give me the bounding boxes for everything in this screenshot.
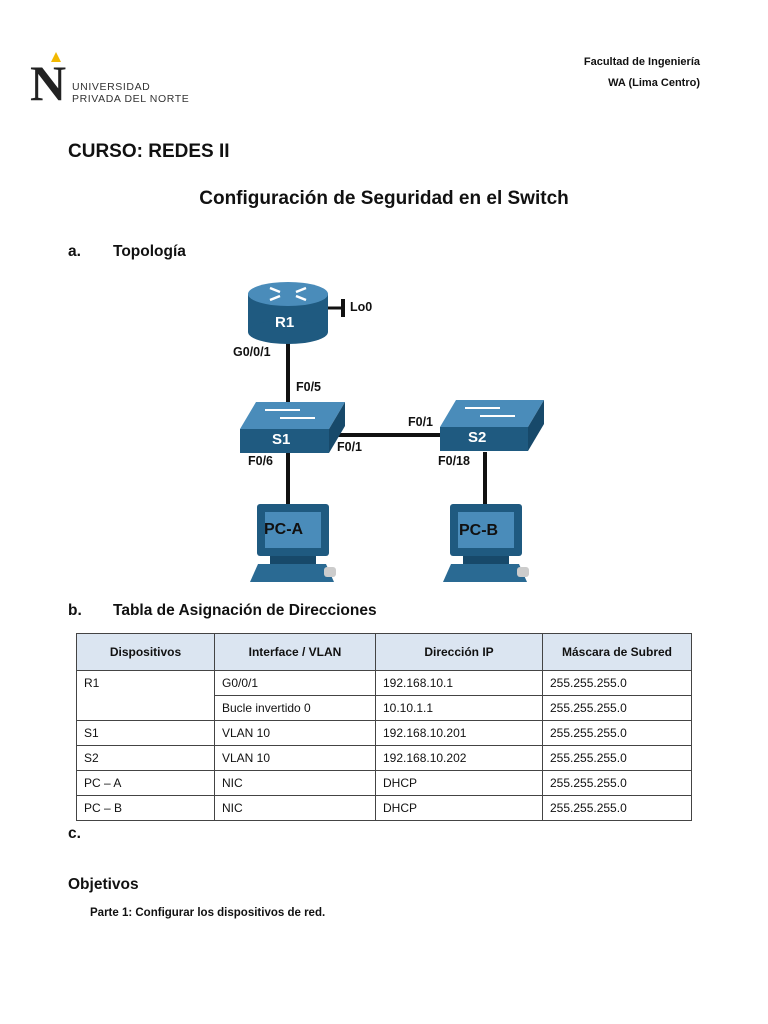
faculty-label: Facultad de Ingeniería xyxy=(583,56,700,68)
switch-icon-s2 xyxy=(440,400,544,451)
table-cell: DHCP xyxy=(375,795,543,821)
router-label: R1 xyxy=(275,314,295,331)
s1-down-port-label: F0/6 xyxy=(248,454,274,468)
section-a-heading: Topología xyxy=(113,243,186,260)
table-cell: 255.255.255.0 xyxy=(542,670,692,696)
document-title: Configuración de Seguridad en el Switch xyxy=(199,188,569,209)
table-row: PC – B NIC DHCP 255.255.255.0 xyxy=(76,795,692,821)
table-cell: NIC xyxy=(214,795,376,821)
topology-diagram: R1 Lo0 G0/0/1 F0/5 S1 S2 F0/1 F0/1 F0/6 … xyxy=(200,272,580,592)
table-cell: 255.255.255.0 xyxy=(542,745,692,771)
university-logo: N UNIVERSIDAD PRIVADA DEL NORTE xyxy=(28,48,198,111)
address-table: Dispositivos Interface / VLAN Dirección … xyxy=(76,633,692,821)
table-cell: VLAN 10 xyxy=(214,745,376,771)
objective-part1: Parte 1: Configurar los dispositivos de … xyxy=(90,907,326,919)
s2-label: S2 xyxy=(468,429,487,446)
pc-icon-a xyxy=(250,504,336,582)
s1-up-port-label: F0/5 xyxy=(296,380,322,394)
loopback-label: Lo0 xyxy=(350,300,373,314)
col-header-interface: Interface / VLAN xyxy=(214,633,376,671)
table-cell: S2 xyxy=(76,745,215,771)
table-cell xyxy=(76,695,215,721)
section-b-letter: b. xyxy=(68,602,82,619)
table-cell: 255.255.255.0 xyxy=(542,795,692,821)
section-c-letter: c. xyxy=(68,825,81,842)
pc-b-label: PC-B xyxy=(459,522,499,539)
table-cell: 192.168.10.1 xyxy=(375,670,543,696)
header-info: Facultad de Ingeniería WA (Lima Centro) xyxy=(584,52,700,94)
r1-port-label: G0/0/1 xyxy=(233,345,271,359)
s2-down-port-label: F0/18 xyxy=(438,454,470,468)
table-cell: NIC xyxy=(214,770,376,796)
course-title: CURSO: REDES II xyxy=(68,141,230,162)
router-icon xyxy=(248,282,328,344)
col-header-mask: Máscara de Subred xyxy=(542,633,692,671)
logo-text-line2: PRIVADA DEL NORTE xyxy=(72,93,190,105)
table-cell: 192.168.10.201 xyxy=(375,720,543,746)
objectives-heading: Objetivos xyxy=(68,876,139,893)
table-row: S2 VLAN 10 192.168.10.202 255.255.255.0 xyxy=(76,745,692,771)
table-row: R1 G0/0/1 192.168.10.1 255.255.255.0 xyxy=(76,670,692,696)
col-header-ip: Dirección IP xyxy=(375,633,543,671)
table-row: PC – A NIC DHCP 255.255.255.0 xyxy=(76,770,692,796)
table-cell: 255.255.255.0 xyxy=(542,695,692,721)
svg-text:N: N xyxy=(30,55,66,108)
section-b-heading: Tabla de Asignación de Direcciones xyxy=(113,602,377,619)
table-header-row: Dispositivos Interface / VLAN Dirección … xyxy=(76,633,692,671)
pc-a-label: PC-A xyxy=(264,521,304,538)
table-row: S1 VLAN 10 192.168.10.201 255.255.255.0 xyxy=(76,720,692,746)
campus-label: WA (Lima Centro) xyxy=(608,77,700,89)
table-cell: DHCP xyxy=(375,770,543,796)
s1-label: S1 xyxy=(272,431,291,448)
table-cell: S1 xyxy=(76,720,215,746)
table-cell: 10.10.1.1 xyxy=(375,695,543,721)
pc-icon-b xyxy=(443,504,529,582)
table-row: Bucle invertido 0 10.10.1.1 255.255.255.… xyxy=(76,695,692,721)
table-cell: VLAN 10 xyxy=(214,720,376,746)
table-cell: PC – A xyxy=(76,770,215,796)
table-cell: 255.255.255.0 xyxy=(542,770,692,796)
section-a-letter: a. xyxy=(68,243,81,260)
table-cell: 255.255.255.0 xyxy=(542,720,692,746)
col-header-devices: Dispositivos xyxy=(76,633,215,671)
table-cell: Bucle invertido 0 xyxy=(214,695,376,721)
table-cell: G0/0/1 xyxy=(214,670,376,696)
upn-logo-icon: N xyxy=(30,52,66,111)
table-cell: 192.168.10.202 xyxy=(375,745,543,771)
s2-link-port-label: F0/1 xyxy=(408,415,434,429)
logo-text-line1: UNIVERSIDAD xyxy=(72,81,151,93)
table-cell: R1 xyxy=(76,670,215,696)
table-cell: PC – B xyxy=(76,795,215,821)
switch-icon-s1 xyxy=(240,402,345,453)
s1-link-port-label: F0/1 xyxy=(337,440,363,454)
